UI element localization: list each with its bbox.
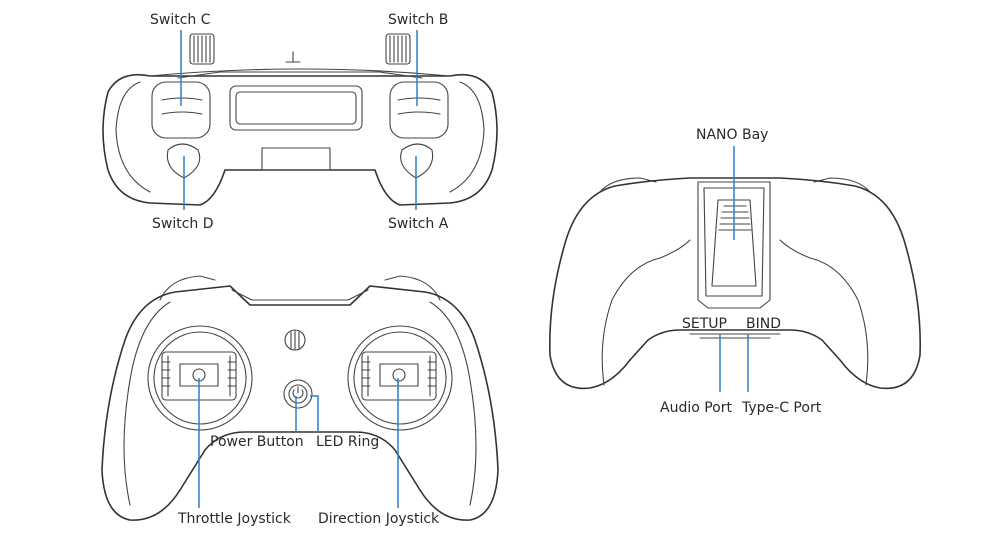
throttle-joystick-label: Throttle Joystick bbox=[177, 511, 292, 527]
setup-label: SETUP bbox=[682, 316, 727, 332]
power-button-label: Power Button bbox=[210, 434, 304, 450]
switch-c-knob-icon bbox=[189, 33, 215, 65]
power-button-icon bbox=[283, 379, 313, 409]
switch-b-label: Switch B bbox=[388, 12, 448, 28]
switch-c-label: Switch C bbox=[150, 12, 211, 28]
back-view-controller bbox=[549, 177, 921, 390]
type-c-port-label: Type-C Port bbox=[741, 400, 822, 416]
switch-b-knob-icon bbox=[385, 33, 411, 65]
nano-bay-icon bbox=[697, 181, 771, 309]
audio-port-label: Audio Port bbox=[660, 400, 733, 416]
bottom-ports-icon bbox=[689, 333, 781, 339]
top-view-controller bbox=[102, 33, 498, 206]
switch-d-label: Switch D bbox=[152, 216, 214, 232]
switch-a-label: Switch A bbox=[388, 216, 449, 232]
bind-label: BIND bbox=[746, 316, 781, 332]
nano-bay-label: NANO Bay bbox=[696, 127, 768, 143]
led-ring-label: LED Ring bbox=[316, 434, 379, 450]
led-ring-callout bbox=[310, 395, 319, 432]
direction-joystick-label: Direction Joystick bbox=[318, 511, 440, 527]
scroll-wheel-icon bbox=[284, 329, 306, 351]
front-view-controller bbox=[101, 275, 499, 521]
